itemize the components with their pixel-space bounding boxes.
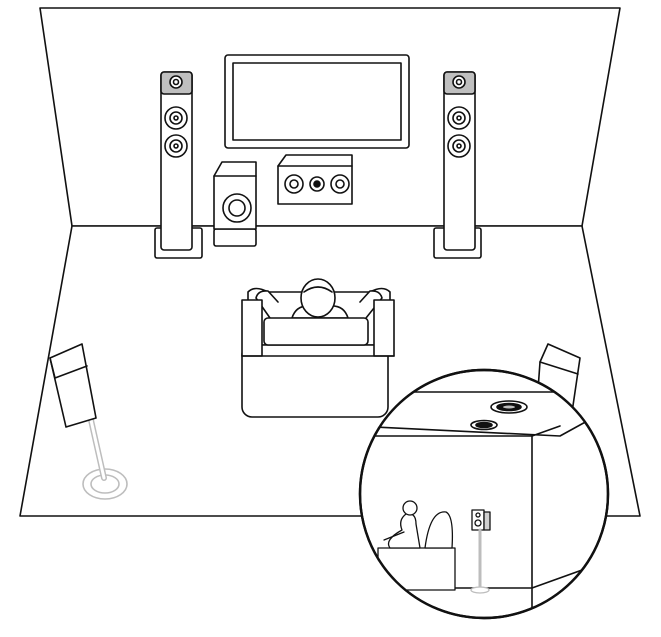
inset-speaker-tweeter	[475, 512, 481, 518]
subwoofer-base	[213, 228, 257, 247]
inset-surround-speaker	[470, 509, 491, 594]
listener-left-arm	[255, 290, 279, 319]
ceiling-speaker-grille	[475, 421, 493, 429]
television	[224, 54, 410, 149]
woofer-center	[456, 115, 462, 121]
tweeter-center	[455, 78, 463, 86]
speaker-cabinet	[160, 71, 193, 251]
woofer-center	[456, 143, 462, 149]
woofer-center	[173, 115, 179, 121]
inset-circle-outline	[358, 368, 610, 620]
tv-screen	[232, 62, 402, 141]
ceiling-speaker-inset	[358, 368, 610, 620]
inset-sofa-back	[424, 511, 454, 549]
center-woofer-ring	[335, 179, 345, 189]
listener-right-arm	[359, 290, 383, 319]
surround-edge-top	[54, 365, 88, 379]
ceiling-speaker-center	[503, 405, 515, 409]
front-right-tower-speaker	[433, 71, 482, 259]
subwoofer	[213, 161, 257, 247]
inset-listener	[377, 500, 456, 591]
inset-listener-head	[402, 500, 418, 516]
surround-edge	[539, 361, 579, 375]
inset-speaker-side	[483, 511, 491, 531]
center-woofer-ring	[289, 179, 299, 189]
sofa-with-listener	[241, 278, 395, 418]
tweeter-center	[172, 78, 180, 86]
surround-edge	[49, 357, 56, 379]
sofa-right-armrest	[373, 299, 395, 357]
stand-pole-inner	[89, 418, 106, 480]
listener-hair	[303, 286, 333, 293]
inset-speaker-base	[470, 586, 490, 594]
ceiling-speaker-front	[490, 400, 528, 414]
inset-ceiling-edge-right	[531, 425, 561, 437]
inset-listener-body	[387, 513, 421, 549]
surround-left-speaker	[49, 343, 128, 500]
inset-speaker-woofer	[474, 519, 482, 527]
woofer-center	[173, 143, 179, 149]
surround-cabinet	[49, 343, 97, 428]
sofa-left-armrest	[241, 299, 263, 357]
ceiling-speaker-rear	[470, 419, 498, 431]
center-tweeter-dot	[313, 180, 321, 188]
speaker-cabinet	[443, 71, 476, 251]
front-left-tower-speaker	[154, 71, 203, 259]
inset-sofa	[377, 547, 456, 591]
sofa-cushion	[263, 317, 369, 346]
inset-listener-arm	[383, 531, 405, 541]
listener-head	[300, 278, 336, 318]
subwoofer-driver-ring	[228, 199, 246, 217]
center-channel-speaker	[277, 154, 353, 205]
